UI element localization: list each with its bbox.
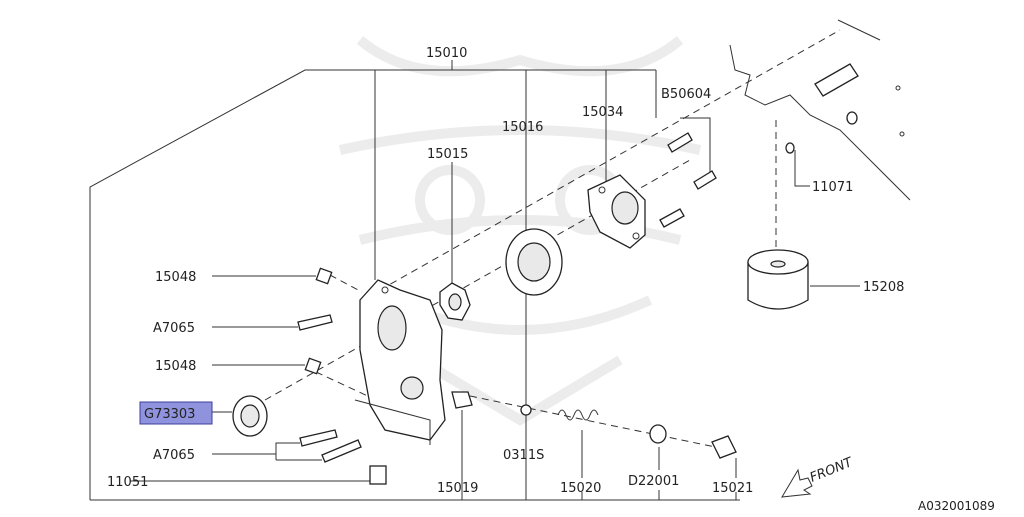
highlight-box-g73303	[139, 401, 213, 425]
label-0311s[interactable]: 0311S	[503, 448, 544, 463]
inner-rotor	[439, 282, 471, 321]
label-15010[interactable]: 15010	[426, 46, 467, 61]
engine-block-outline	[729, 19, 911, 201]
label-a7065-bottom[interactable]: A7065	[153, 448, 195, 463]
label-11071[interactable]: 11071	[812, 180, 853, 195]
front-indicator: FRONT	[781, 455, 856, 498]
oil-filter	[747, 249, 809, 310]
label-15034[interactable]: 15034	[582, 105, 623, 120]
pump-bolts	[659, 132, 717, 228]
assembly-axes	[264, 29, 841, 449]
small-bolts-and-pins	[297, 267, 387, 485]
label-d22001[interactable]: D22001	[628, 474, 679, 489]
label-b50604[interactable]: B50604	[661, 87, 711, 102]
diagram-id: A032001089	[918, 499, 995, 512]
leader-lines	[130, 117, 860, 500]
oil-seal	[232, 395, 268, 437]
relief-valve-parts	[451, 391, 737, 459]
part-labels: 15010 15015 15016 15034 B50604 11071 152…	[107, 46, 904, 496]
label-15020[interactable]: 15020	[560, 481, 601, 496]
label-a7065-top[interactable]: A7065	[153, 321, 195, 336]
label-15048-top[interactable]: 15048	[155, 270, 196, 285]
label-15015[interactable]: 15015	[427, 147, 468, 162]
front-arrow-icon	[781, 468, 813, 498]
outer-rotor	[505, 228, 563, 296]
label-11051[interactable]: 11051	[107, 475, 148, 490]
front-label: FRONT	[808, 455, 856, 486]
label-g73303[interactable]: G73303	[144, 407, 195, 422]
oil-pump-body	[354, 279, 446, 445]
label-15208[interactable]: 15208	[863, 280, 904, 295]
label-15021[interactable]: 15021	[712, 481, 753, 496]
label-15048-bottom[interactable]: 15048	[155, 359, 196, 374]
oil-pump-cover	[587, 174, 646, 249]
label-15016[interactable]: 15016	[502, 120, 543, 135]
label-15019[interactable]: 15019	[437, 481, 478, 496]
